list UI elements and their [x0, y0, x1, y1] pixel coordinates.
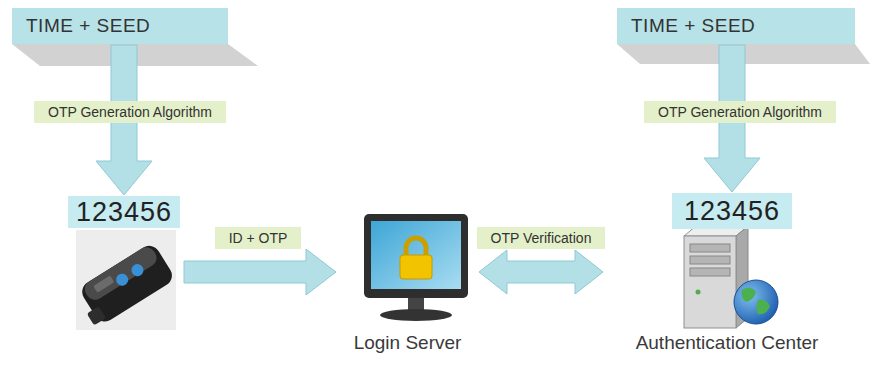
token-display	[93, 275, 114, 292]
edge-label: ID + OTP	[215, 227, 302, 249]
edge-label: OTP Verification	[477, 227, 606, 249]
drive-bay	[690, 244, 730, 252]
monitor-icon	[364, 214, 468, 321]
token-clip	[87, 306, 106, 325]
token-highlight	[81, 244, 159, 303]
token-background	[76, 230, 176, 330]
token-body	[78, 242, 176, 326]
drive-bay	[690, 256, 730, 264]
padlock-shackle	[406, 238, 426, 256]
server-icon	[684, 226, 778, 328]
otp-box: 123456	[672, 193, 792, 229]
power-light	[696, 290, 701, 295]
block-arrow	[479, 250, 603, 294]
node-caption: Login Server	[354, 332, 462, 354]
otp-token-icon	[73, 230, 176, 330]
server-front	[684, 236, 736, 328]
otp-number: 123456	[684, 196, 780, 227]
node-caption: Authentication Center	[636, 332, 819, 354]
drive-bay	[690, 268, 730, 276]
auth-center: Authentication Center	[607, 232, 847, 354]
monitor-screen	[371, 221, 461, 289]
seed-banner: TIME + SEED	[617, 8, 855, 44]
monitor-base	[380, 309, 452, 321]
globe	[734, 280, 778, 324]
edge-label: OTP Generation Algorithm	[644, 101, 836, 123]
edge-label: OTP Generation Algorithm	[34, 101, 226, 123]
banner-text: TIME + SEED	[631, 15, 755, 37]
block-arrow	[184, 249, 336, 295]
padlock-body	[400, 255, 432, 279]
token-button	[114, 271, 131, 288]
otp-number: 123456	[68, 196, 180, 228]
banner-text: TIME + SEED	[26, 15, 150, 37]
login-server: Login Server	[340, 212, 475, 354]
globe-land	[742, 287, 771, 314]
seed-banner: TIME + SEED	[12, 8, 228, 44]
token-button	[129, 262, 146, 279]
otp-token: 123456	[68, 196, 180, 332]
monitor-frame	[364, 214, 468, 298]
